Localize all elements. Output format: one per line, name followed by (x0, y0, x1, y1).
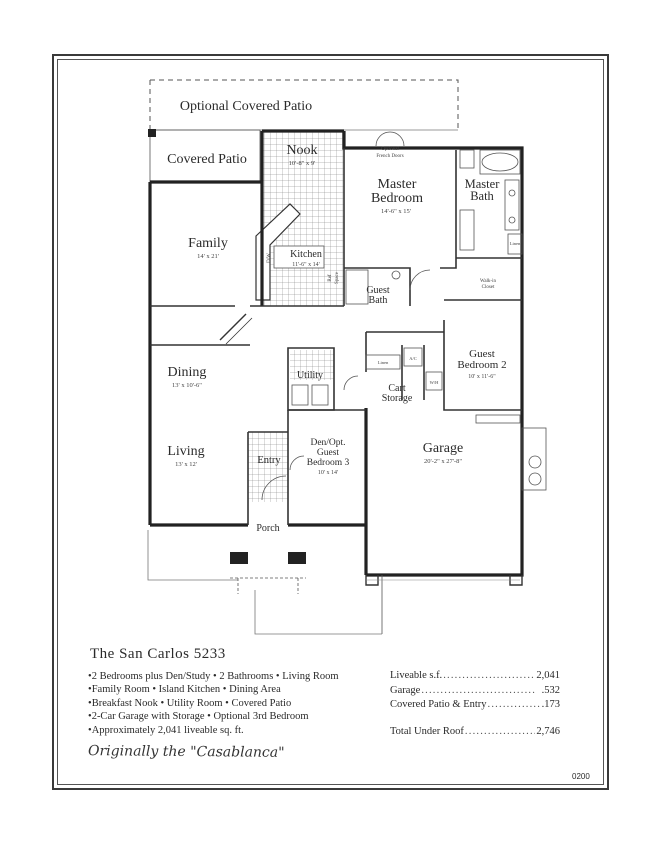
page-border-outer (52, 54, 609, 790)
leader-dots: .............................. (464, 725, 535, 737)
guest-bath-label-2: Bath (369, 295, 388, 306)
french-doors-label-2: French Doors (376, 154, 403, 159)
kitchen-dim: 11'-6" x 14' (292, 262, 319, 268)
stat-label: Garage (390, 684, 421, 696)
optional-covered-patio-label: Optional Covered Patio (180, 99, 312, 114)
ac-label: A/C (409, 356, 417, 361)
stat-label: Covered Patio & Entry (390, 699, 487, 711)
nook-dim: 10'-8" x 9' (289, 160, 316, 167)
stat-value: 2,746 (536, 725, 560, 737)
handwritten-note: Originally the "Casablanca" (87, 743, 285, 761)
linen-label: Linen (510, 241, 521, 246)
feature-item: 2-Car Garage with Storage • Optional 3rd… (88, 710, 388, 723)
dw-label: D/W (267, 253, 272, 263)
interior-walls (150, 148, 522, 525)
master-bath-label-1: Master (465, 177, 501, 191)
dining-label: Dining (168, 365, 207, 380)
fixtures (291, 149, 547, 491)
den-label-1: Den/Opt. (310, 438, 345, 448)
stat-row-total: Total Under Roof .......................… (390, 725, 560, 740)
garage-label: Garage (423, 441, 463, 456)
feature-item: Family Room • Island Kitchen • Dining Ar… (88, 683, 388, 696)
space-label: Space (335, 271, 340, 284)
stat-value: .173 (541, 699, 560, 711)
feature-item: Approximately 2,041 liveable sq. ft. (88, 724, 388, 737)
guest-bedroom-2-label-2: Bedroom 2 (457, 359, 506, 371)
kitchen-island (255, 203, 301, 301)
guest-bedroom-2-dim: 10' x 11'-6" (468, 374, 496, 380)
family-dim: 14' x 21' (197, 253, 219, 260)
garage-dim: 20'-2" x 27'-8" (424, 458, 462, 465)
den-dim: 10' x 14' (318, 470, 338, 476)
feature-item: 2 Bedrooms plus Den/Study • 2 Bathrooms … (88, 670, 388, 683)
nook-label: Nook (286, 143, 317, 158)
porch-label: Porch (256, 523, 279, 534)
page-code: 0200 (572, 772, 590, 781)
stat-row-patio: Covered Patio & Entry ..................… (390, 698, 560, 713)
stat-value: .532 (541, 684, 560, 696)
den-label-2: Guest (317, 448, 340, 458)
page-border-inner (57, 59, 604, 785)
kitchen-label: Kitchen (290, 249, 322, 260)
stat-label: Total Under Roof (390, 725, 464, 737)
utility-label: Utility (297, 370, 323, 381)
dining-dim: 13' x 10'-6" (172, 382, 202, 389)
wh-label: W/H (430, 380, 439, 385)
leader-dots: .............................. (443, 670, 535, 681)
feature-list: 2 Bedrooms plus Den/Study • 2 Bathrooms … (88, 670, 388, 737)
entry-label: Entry (257, 455, 281, 466)
cart-storage-label-1: Cart (388, 383, 405, 394)
covered-patio-label: Covered Patio (167, 152, 247, 167)
master-bedroom-dim: 14'-6" x 15' (381, 208, 411, 215)
plan-title: The San Carlos 5233 (90, 646, 226, 662)
french-doors-label-1: Optional (381, 147, 399, 152)
stat-label: Liveable s.f. (390, 670, 443, 681)
walk-in-closet-label-2: Closet (482, 285, 495, 290)
doors (261, 131, 431, 501)
walk-in-closet-label-1: Walk-in (480, 279, 496, 284)
leader-dots: .............................. (487, 699, 541, 711)
family-label: Family (188, 236, 228, 251)
lav-label: Linen (378, 360, 389, 365)
guest-bath-label-1: Guest (366, 285, 390, 296)
master-bath-label-2: Bath (470, 189, 494, 203)
guest-bedroom-2-label-1: Guest (469, 348, 495, 360)
ref-label: Ref (328, 274, 333, 282)
living-label: Living (167, 444, 204, 459)
living-dim: 13' x 12' (175, 461, 197, 468)
cart-storage-label-2: Storage (382, 393, 413, 404)
stat-value: 2,041 (536, 670, 560, 681)
master-bedroom-label-2: Bedroom (371, 191, 423, 206)
den-label-3: Bedroom 3 (307, 458, 350, 468)
optional-patio-outline (150, 79, 459, 130)
master-bedroom-label-1: Master (378, 177, 417, 192)
stat-row-liveable: Liveable s.f. ..........................… (390, 669, 560, 684)
entry-tile (248, 432, 288, 502)
stat-row-garage: Garage .............................. .5… (390, 684, 560, 699)
area-stats: Liveable s.f. ..........................… (390, 669, 560, 739)
feature-item: Breakfast Nook • Utility Room • Covered … (88, 697, 388, 710)
leader-dots: .............................. (421, 684, 537, 696)
